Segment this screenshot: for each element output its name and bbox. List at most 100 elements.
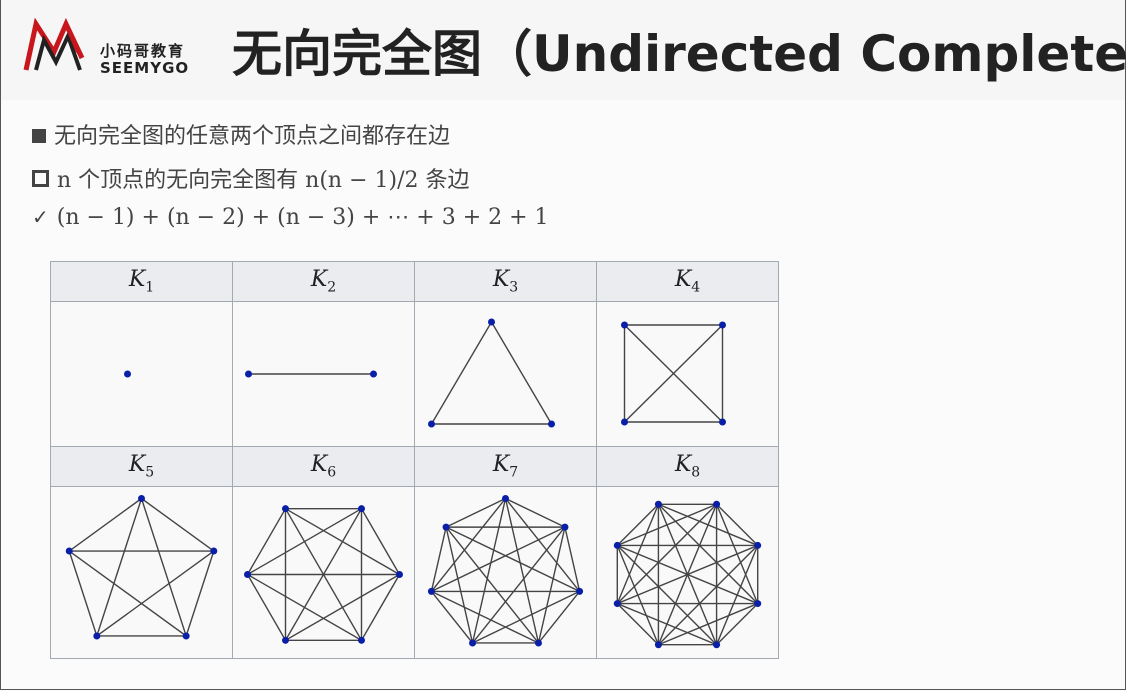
k6-vertex-3: [358, 636, 365, 644]
k3-vertex-0: [488, 318, 495, 326]
k3-edge-0: [430, 321, 493, 425]
k5-edge-2: [96, 498, 143, 637]
k7-edge-17: [445, 526, 540, 644]
k7-edge-20: [430, 526, 447, 592]
k6-edge-9: [360, 574, 401, 641]
k7-vertex-4: [469, 639, 477, 647]
k6-edge-10: [285, 573, 400, 641]
header-k7: K7: [414, 446, 597, 487]
k7-vertex-3: [534, 639, 542, 647]
k8-vertex-4: [713, 641, 721, 649]
header-bar: [0, 0, 1126, 100]
k8-edge-21: [617, 544, 758, 605]
k7-edge-5: [445, 497, 506, 528]
filled-square-bullet-icon: [32, 129, 46, 143]
cell-k1: [50, 301, 233, 447]
k8-edge-25: [616, 603, 659, 646]
k8-edge-24: [616, 544, 718, 646]
k8-edge-2: [657, 503, 759, 605]
k5-edge-5: [96, 550, 215, 637]
k6-edge-5: [360, 508, 401, 575]
k5-vertex-3: [93, 632, 101, 640]
k6-vertex-2: [396, 571, 403, 578]
k5-vertex-4: [65, 547, 73, 555]
k7-vertex-6: [442, 523, 450, 531]
k7-edge-14: [445, 526, 580, 593]
k6-vertex-1: [358, 505, 365, 513]
k5-edge-8: [68, 550, 187, 637]
header-k3: K3: [414, 261, 597, 302]
k2-vertex-1: [370, 370, 377, 378]
k1-vertex-0: [124, 370, 131, 378]
graph-k7-diagram: [427, 495, 584, 647]
k7-vertex-0: [502, 495, 509, 502]
table-graph-row-1: [50, 301, 779, 447]
k6-vertex-0: [282, 505, 289, 513]
k7-edge-8: [471, 526, 566, 644]
bullet-1-text: 无向完全图的任意两个顶点之间都存在边: [54, 124, 451, 149]
k6-vertex-4: [282, 636, 289, 644]
bullet-3-formula: (n − 1) + (n − 2) + (n − 3) + ⋯ + 3 + 2 …: [56, 205, 549, 230]
bullet-2: n 个顶点的无向完全图有 n(n − 1)/2 条边: [32, 162, 470, 194]
logo-chinese-text: 小码哥教育: [100, 42, 186, 60]
k7-edge-19: [445, 526, 474, 644]
seemygo-logo: [22, 17, 202, 78]
graph-k4-diagram: [621, 321, 726, 426]
table-graph-row-2: [50, 486, 779, 659]
k8-edge-26: [616, 545, 660, 645]
graph-k1-diagram: [124, 370, 131, 378]
bullet-2-prefix: n 个顶点的无向完全图有: [57, 168, 306, 193]
graph-k8-diagram: [613, 500, 762, 649]
k5-edge-0: [141, 497, 215, 552]
k8-edge-23: [617, 602, 717, 646]
header-k1: K1: [50, 261, 233, 302]
k2-vertex-0: [245, 370, 252, 378]
k4-vertex-1: [719, 321, 726, 329]
k8-vertex-2: [754, 541, 762, 549]
k7-edge-16: [431, 590, 539, 644]
cell-k6: [232, 486, 415, 659]
bullet-1: 无向完全图的任意两个顶点之间都存在边: [32, 118, 450, 150]
k8-edge-12: [617, 503, 717, 547]
k8-vertex-5: [654, 641, 662, 649]
k7-edge-1: [504, 498, 581, 592]
k3-vertex-2: [548, 420, 555, 428]
k7-edge-18: [430, 590, 474, 644]
k8-vertex-3: [754, 600, 762, 608]
k8-edge-19: [658, 602, 758, 646]
k3-vertex-1: [428, 420, 435, 428]
k4-vertex-0: [621, 321, 628, 329]
k8-edge-11: [616, 503, 718, 605]
cell-k7: [414, 486, 597, 659]
k7-edge-4: [430, 498, 507, 592]
logo-english-text: SEEMYGO: [100, 59, 190, 77]
graph-k3-diagram: [428, 318, 555, 428]
table-header-row-2: K5 K6 K7 K8: [50, 446, 779, 487]
graph-k2-diagram: [245, 370, 377, 378]
k7-edge-7: [537, 526, 566, 644]
logo-m-mark-icon: [23, 17, 85, 71]
k4-vertex-2: [719, 418, 726, 426]
k5-edge-9: [68, 550, 98, 637]
header-k5: K5: [50, 446, 233, 487]
header-k8: K8: [596, 446, 779, 487]
cell-k3: [414, 301, 597, 447]
k7-vertex-1: [561, 523, 569, 531]
k7-edge-2: [504, 498, 540, 644]
cell-k5: [50, 486, 233, 659]
k7-edge-11: [537, 590, 581, 644]
k8-edge-15: [657, 544, 759, 646]
header-k2: K2: [232, 261, 415, 302]
hollow-square-bullet-icon: [32, 170, 49, 187]
header-k6: K6: [232, 446, 415, 487]
k7-vertex-5: [427, 587, 435, 595]
k8-vertex-7: [613, 541, 621, 549]
k4-edge-4: [624, 324, 723, 423]
bullet-2-formula: n(n − 1)/2: [305, 168, 419, 193]
header-k4: K4: [596, 261, 779, 302]
k7-edge-0: [505, 497, 566, 528]
k5-edge-1: [140, 498, 187, 637]
k8-edge-18: [716, 603, 759, 646]
k5-edge-4: [185, 550, 215, 637]
k6-edge-14: [246, 574, 287, 641]
